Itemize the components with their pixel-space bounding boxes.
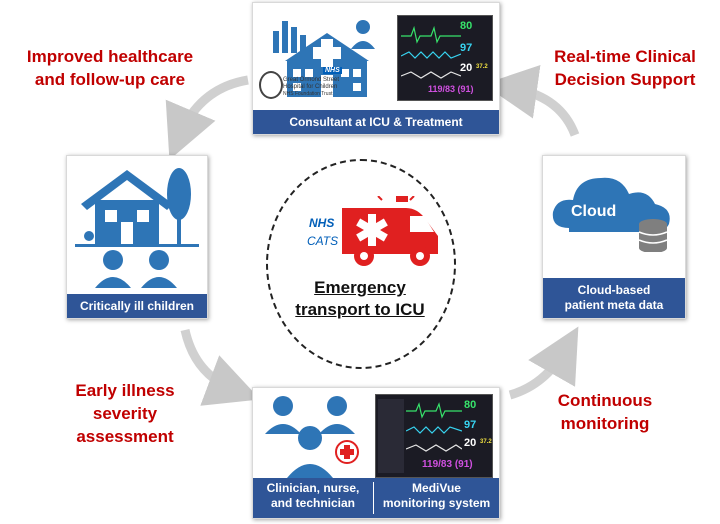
medivue-monitor: 80 97 20 37.2 119/83 (91) [375,394,493,478]
patient-monitor-top: 80 97 20 37.2 119/83 (91) [397,15,493,101]
arrow-right-to-top [483,65,580,137]
center-dashed-circle [266,159,456,369]
gosh-name-3: NHS Foundation Trust [283,91,333,97]
house-children-icon [75,168,199,288]
card-consultant-icu: NHS Great Ormond Street Hospital for Chi… [252,2,500,135]
gosh-logo-emblem [259,71,283,99]
ecg-waveforms [401,25,461,79]
bp-value: 119/83 (91) [428,84,474,94]
nhs-badge: NHS [309,216,335,230]
caption-divider [373,482,374,514]
arrow-bottom-to-right [508,326,579,400]
caption-consultant: Consultant at ICU & Treatment [253,110,499,134]
medivue-waveforms [406,402,462,452]
cats-text: CATS [307,234,339,248]
arrow-top-to-left [165,75,249,160]
gosh-name-2: Hospital for Children [283,84,338,90]
caption-clinicians: Clinician, nurse,and technician [266,481,360,510]
temp-value: 37.2 [476,64,488,70]
caption-critically-ill: Critically ill children [67,294,207,318]
gosh-logo: NHS Great Ormond Street Hospital for Chi… [259,67,349,103]
rr-value: 20 [460,62,473,74]
card-critically-ill-children: Critically ill children [66,155,208,319]
ambulance-icon [342,196,438,266]
clinicians-icon [265,396,359,478]
medivue-temp: 37.2 [480,439,492,445]
medivue-spo2: 97 [464,419,477,431]
hospital-icon [273,20,375,97]
hr-value: 80 [460,20,473,32]
medivue-sidebar [378,399,404,473]
spo2-value: 97 [460,42,473,54]
nhs-small-badge: NHS [323,67,342,74]
cloud-text: Cloud [571,203,617,220]
arrow-left-to-bottom [180,328,261,406]
card-clinicians-medivue: 80 97 20 37.2 119/83 (91) Clinician, nur… [252,387,500,519]
cloud-database-icon [552,177,670,252]
gosh-name-1: Great Ormond Street [283,77,340,83]
medivue-rr: 20 [464,437,477,449]
medivue-bp: 119/83 (91) [422,459,473,470]
medivue-hr: 80 [464,399,477,411]
